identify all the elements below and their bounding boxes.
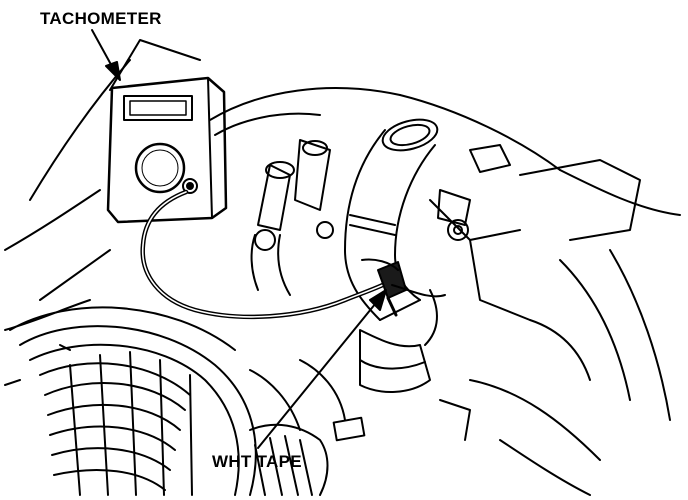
lower-components xyxy=(249,329,471,442)
wire-clip-icon xyxy=(361,258,446,317)
center-fittings xyxy=(250,139,511,296)
tachometer-icon xyxy=(106,76,228,224)
leader-arrows xyxy=(91,29,387,449)
tachometer-label: TACHOMETER xyxy=(40,9,162,28)
wht-tape-label: WHT TAPE xyxy=(212,452,302,471)
engine-bay-background xyxy=(4,39,681,496)
tachometer-lead xyxy=(140,189,388,320)
air-cleaner-canister xyxy=(4,306,329,496)
